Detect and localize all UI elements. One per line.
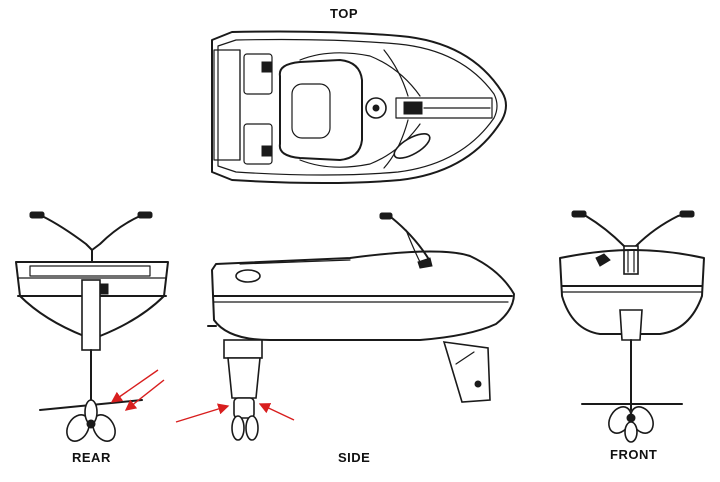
side-view-drawing (207, 212, 515, 441)
annotation-arrow-rear-1 (110, 369, 159, 403)
view-label-top: TOP (330, 6, 358, 21)
rear-view-drawing (15, 211, 169, 442)
annotation-arrows (110, 369, 295, 423)
view-label-front: FRONT (610, 447, 658, 462)
annotation-arrow-side-right (258, 403, 295, 421)
front-view-drawing (559, 210, 705, 443)
view-label-rear: REAR (72, 450, 111, 465)
annotation-arrow-rear-2 (124, 379, 165, 411)
view-label-side: SIDE (338, 450, 371, 465)
top-view-drawing (211, 30, 507, 184)
annotation-arrow-side-left (175, 403, 230, 423)
